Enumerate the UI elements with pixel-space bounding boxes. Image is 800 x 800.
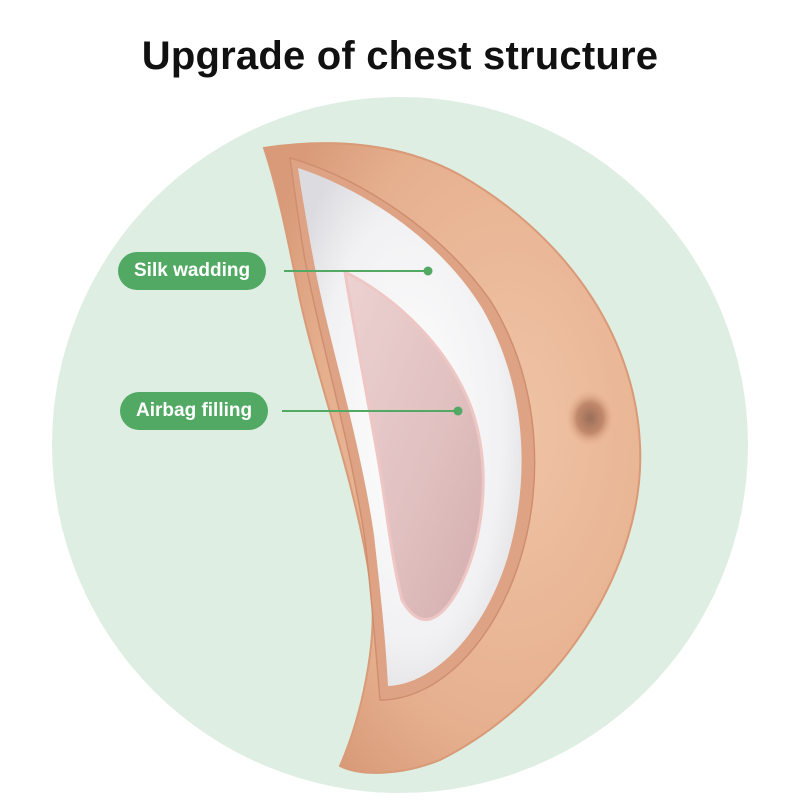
airbag-filling-label-text: Airbag filling [136,400,253,421]
silk-wadding-label-text: Silk wadding [134,260,251,281]
silk-wadding-leader-dot [423,266,433,276]
airbag-filling-layer [343,269,485,622]
page-title: Upgrade of chest structure [141,34,659,78]
silk-wadding-label: Silk wadding [118,252,267,290]
airbag-filling-leader-dot [453,406,463,416]
nipple-mark [566,390,614,446]
airbag-filling-label: Airbag filling [120,392,269,430]
